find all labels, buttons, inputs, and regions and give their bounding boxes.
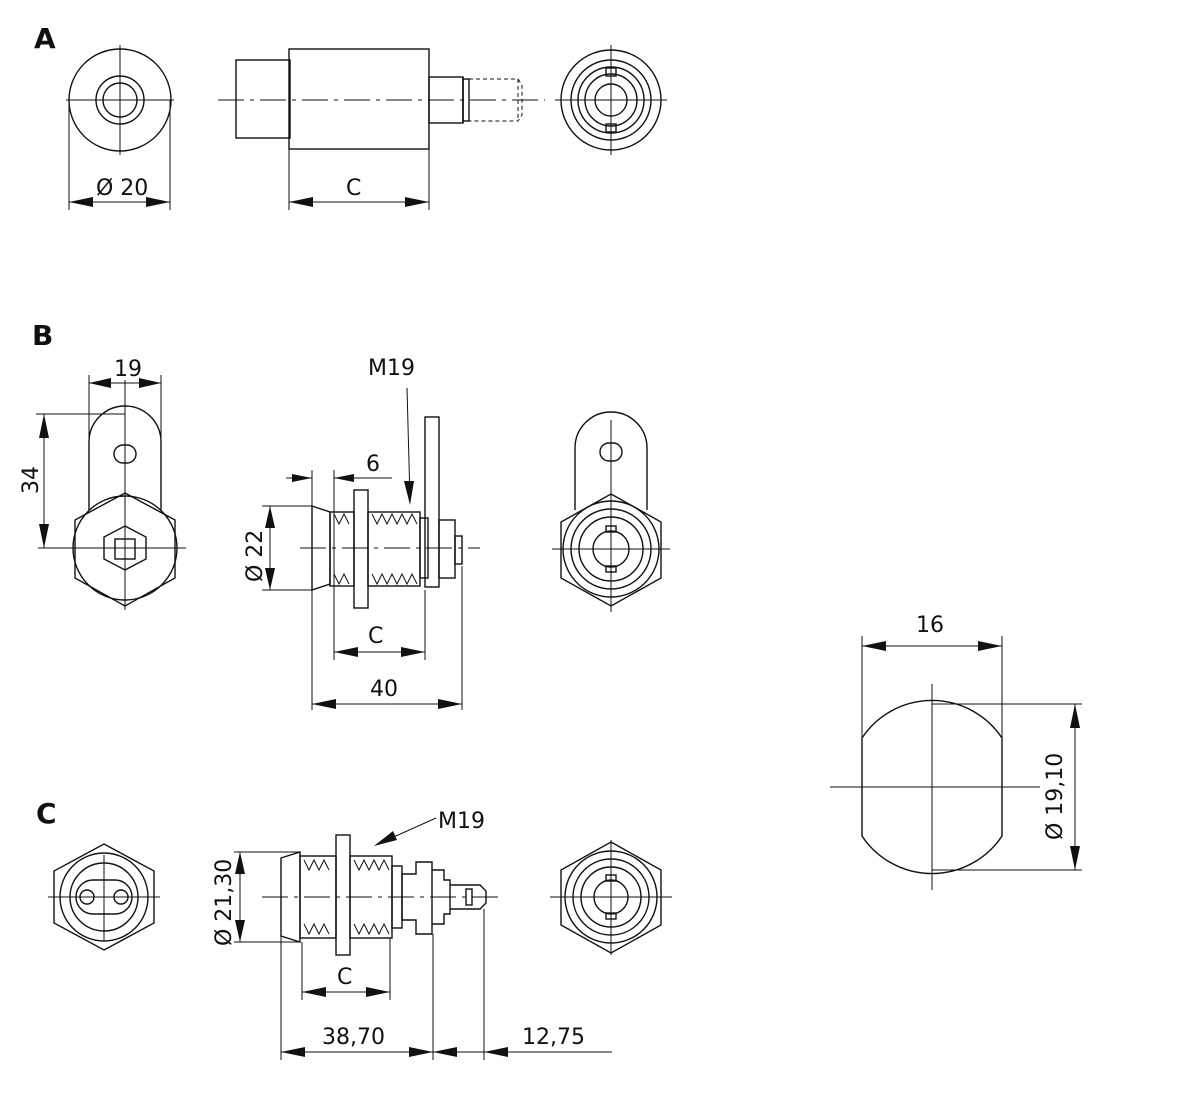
b-height-label: 34: [19, 466, 44, 494]
b-total-label: 40: [370, 677, 398, 702]
b-nut-label: 6: [366, 452, 380, 477]
c-thread-hatch: [303, 858, 390, 936]
b-thread-label: M19: [368, 356, 415, 381]
c-diameter-dimension: Ø 21,30: [212, 852, 245, 946]
c-front-view: [48, 843, 160, 951]
section-label-b: B: [32, 319, 53, 352]
b-side-view: [262, 416, 480, 710]
c-thread-callout: M19: [374, 809, 485, 846]
b-width-label: 19: [114, 357, 142, 382]
c-length-label: C: [337, 965, 352, 990]
cam-diameter-dimension: Ø 19,10: [1043, 704, 1080, 870]
b-front-view: [36, 375, 186, 610]
c-tail-label: 12,75: [522, 1025, 585, 1050]
b-nut-dimension: 6: [286, 452, 392, 482]
c-back-view: [550, 840, 672, 955]
cam-diameter-label: Ø 19,10: [1043, 753, 1068, 840]
c-length-dimension: C: [302, 965, 390, 997]
b-width-dimension: 19: [89, 357, 161, 388]
b-diameter-dimension: Ø 22: [243, 506, 275, 590]
cam-width-label: 16: [916, 613, 944, 638]
a-back-view: [555, 45, 667, 155]
section-label-a: A: [34, 22, 56, 55]
c-total-dimension: 38,70: [281, 1025, 433, 1057]
b-thread-callout: M19: [368, 356, 415, 505]
a-length-dimension: C: [289, 176, 429, 207]
b-thread-hatch: [333, 512, 418, 586]
c-side-view: [234, 834, 498, 1060]
a-diameter-label: Ø 20: [96, 176, 148, 201]
b-diameter-label: Ø 22: [243, 530, 268, 582]
cam-width-dimension: 16: [862, 613, 1002, 651]
section-label-c: C: [36, 797, 57, 830]
a-length-label: C: [346, 176, 361, 201]
c-thread-label: M19: [438, 809, 485, 834]
b-length-label: C: [368, 624, 383, 649]
b-total-dimension: 40: [312, 677, 462, 709]
a-diameter-dimension: Ø 20: [69, 176, 170, 207]
c-tail-dimension: 12,75: [433, 1025, 612, 1057]
b-height-dimension: 34: [19, 414, 49, 548]
c-total-label: 38,70: [322, 1025, 385, 1050]
b-back-view: [552, 411, 670, 612]
a-front-view: [66, 45, 174, 210]
b-length-dimension: C: [334, 624, 425, 657]
c-diameter-label: Ø 21,30: [212, 859, 237, 946]
cam-detail-view: [830, 636, 1082, 890]
a-side-view: [218, 48, 545, 210]
